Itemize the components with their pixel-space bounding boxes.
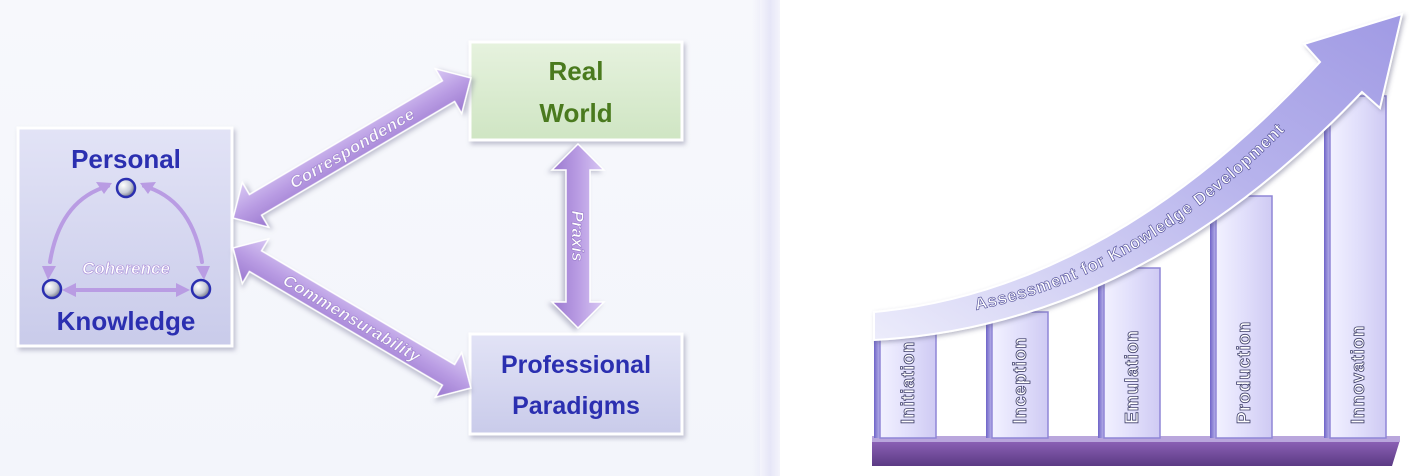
real-label: Real <box>549 56 604 86</box>
world-label: World <box>539 98 612 128</box>
knowledge-development-svg: Initiation Inception Emulation Production In… <box>872 12 1404 466</box>
professional-paradigms-box: Professional Paradigms <box>468 332 684 436</box>
stage-bar-side <box>1210 196 1218 438</box>
knowledge-development-arrow <box>873 12 1404 342</box>
stage-bar-body <box>991 311 1049 439</box>
stage-bar-body <box>1329 95 1387 439</box>
stage-bar-side <box>1324 96 1332 438</box>
knowledge-relations-svg: Personal Knowledge Coherence <box>16 40 684 436</box>
coherence-label: Coherence <box>82 259 170 278</box>
stage-bar-side <box>986 312 994 438</box>
stage-bar-innovation: Innovation <box>1324 95 1387 439</box>
stage-bar-body <box>1103 267 1161 439</box>
stage-label-innovation: Innovation <box>1348 325 1368 424</box>
stage-bars: Initiation Inception Emulation Production In… <box>874 95 1387 439</box>
bar-base <box>872 436 1400 466</box>
stage-label-production: Production <box>1234 321 1254 424</box>
stage-label-emulation: Emulation <box>1122 330 1142 424</box>
stage-bar-production: Production <box>1210 195 1273 439</box>
correspondence-arrow: Correspondence <box>232 67 472 229</box>
stage-bar-body <box>1215 195 1273 439</box>
paradigms-label: Paradigms <box>512 392 640 420</box>
praxis-arrow: Praxis <box>550 142 606 330</box>
coherence-arrows <box>48 184 204 292</box>
professional-label: Professional <box>501 351 651 379</box>
commensurability-label: Commensurability <box>280 271 425 367</box>
stage-label-initiation: Initiation <box>898 341 918 424</box>
node-left <box>41 278 63 300</box>
stage-bar-side <box>1098 268 1106 438</box>
knowledge-development-diagram: Initiation Inception Emulation Production In… <box>780 0 1418 476</box>
knowledge-relations-diagram: Personal Knowledge Coherence <box>0 0 760 476</box>
stage-label-inception: Inception <box>1010 337 1030 424</box>
stage-bar-inception: Inception <box>986 311 1049 439</box>
knowledge-label: Knowledge <box>57 306 196 336</box>
stage-bar-emulation: Emulation <box>1098 267 1161 439</box>
praxis-label: Praxis <box>568 210 587 261</box>
personal-label: Personal <box>71 144 181 174</box>
real-world-box: Real World <box>468 40 684 142</box>
correspondence-label: Correspondence <box>286 104 418 192</box>
personal-knowledge-box: Personal Knowledge Coherence <box>16 126 234 348</box>
commensurability-arrow: Commensurability <box>232 237 472 399</box>
node-right <box>190 278 212 300</box>
node-top <box>115 177 137 199</box>
coherence-arrowheads <box>42 182 210 297</box>
stage-bar-side <box>874 318 882 438</box>
